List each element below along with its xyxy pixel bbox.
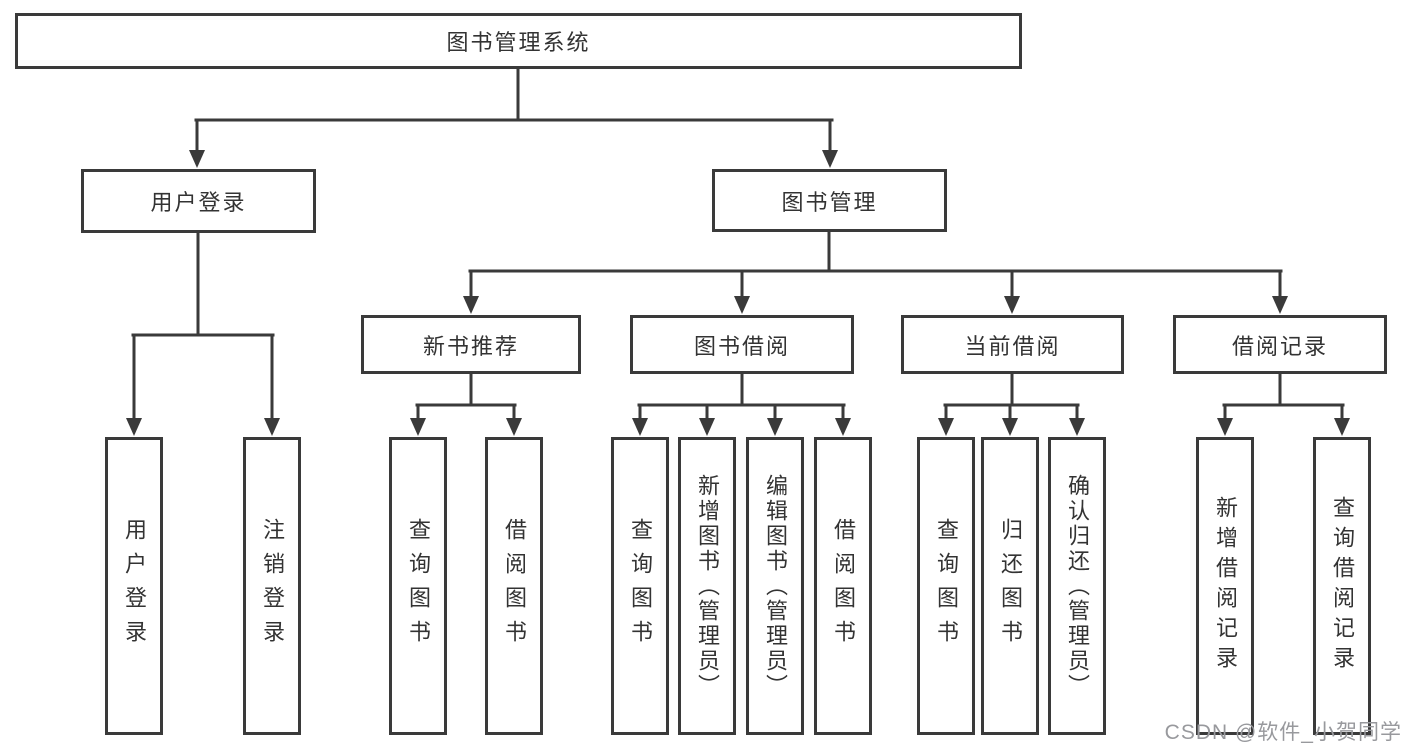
leaf-label: 新增借阅记录 — [1213, 496, 1238, 676]
leaf-query-book-recommend: 查询图书 — [389, 437, 447, 735]
node-label: 图书管理 — [781, 189, 878, 215]
leaf-logout-login: 注销登录 — [243, 437, 301, 735]
leaf-query-book-current: 查询图书 — [917, 437, 975, 735]
leaf-label: 借阅图书 — [831, 518, 856, 654]
leaf-label: 查询图书 — [406, 518, 431, 654]
leaf-query-borrow-record: 查询借阅记录 — [1313, 437, 1371, 735]
leaf-user-login: 用户登录 — [105, 437, 163, 735]
node-label: 图书管理系统 — [446, 30, 591, 55]
node-user-login-branch: 用户登录 — [81, 169, 316, 233]
leaf-label: 查询借阅记录 — [1330, 496, 1355, 676]
csdn-watermark: CSDN @软件_小贺同学 — [1164, 721, 1402, 744]
node-library-management-system: 图书管理系统 — [15, 13, 1022, 69]
leaf-label: 确认归还（管理员） — [1065, 473, 1090, 699]
node-borrow-record: 借阅记录 — [1173, 315, 1387, 374]
leaf-label: 注销登录 — [260, 518, 285, 654]
node-label: 用户登录 — [150, 190, 247, 215]
leaf-edit-book-admin: 编辑图书（管理员） — [746, 437, 804, 735]
node-label: 当前借阅 — [964, 333, 1061, 359]
node-book-management-branch: 图书管理 — [712, 169, 947, 232]
leaf-query-book-borrow: 查询图书 — [611, 437, 669, 735]
leaf-label: 查询图书 — [628, 518, 653, 654]
node-label: 新书推荐 — [422, 333, 519, 359]
leaf-label: 新增图书（管理员） — [695, 473, 720, 699]
leaf-label: 查询图书 — [934, 518, 959, 654]
leaf-label: 编辑图书（管理员） — [763, 473, 788, 699]
node-current-borrow: 当前借阅 — [901, 315, 1124, 374]
leaf-confirm-return-admin: 确认归还（管理员） — [1048, 437, 1106, 735]
leaf-return-book: 归还图书 — [981, 437, 1039, 735]
node-new-book-recommend: 新书推荐 — [361, 315, 581, 374]
leaf-label: 借阅图书 — [502, 518, 527, 654]
node-label: 借阅记录 — [1231, 333, 1328, 359]
leaf-borrow-book-recommend: 借阅图书 — [485, 437, 543, 735]
node-book-borrow: 图书借阅 — [630, 315, 854, 374]
leaf-add-borrow-record: 新增借阅记录 — [1196, 437, 1254, 735]
leaf-label: 用户登录 — [122, 518, 147, 654]
leaf-borrow-book: 借阅图书 — [814, 437, 872, 735]
node-label: 图书借阅 — [693, 333, 790, 359]
leaf-add-book-admin: 新增图书（管理员） — [678, 437, 736, 735]
leaf-label: 归还图书 — [998, 518, 1023, 654]
